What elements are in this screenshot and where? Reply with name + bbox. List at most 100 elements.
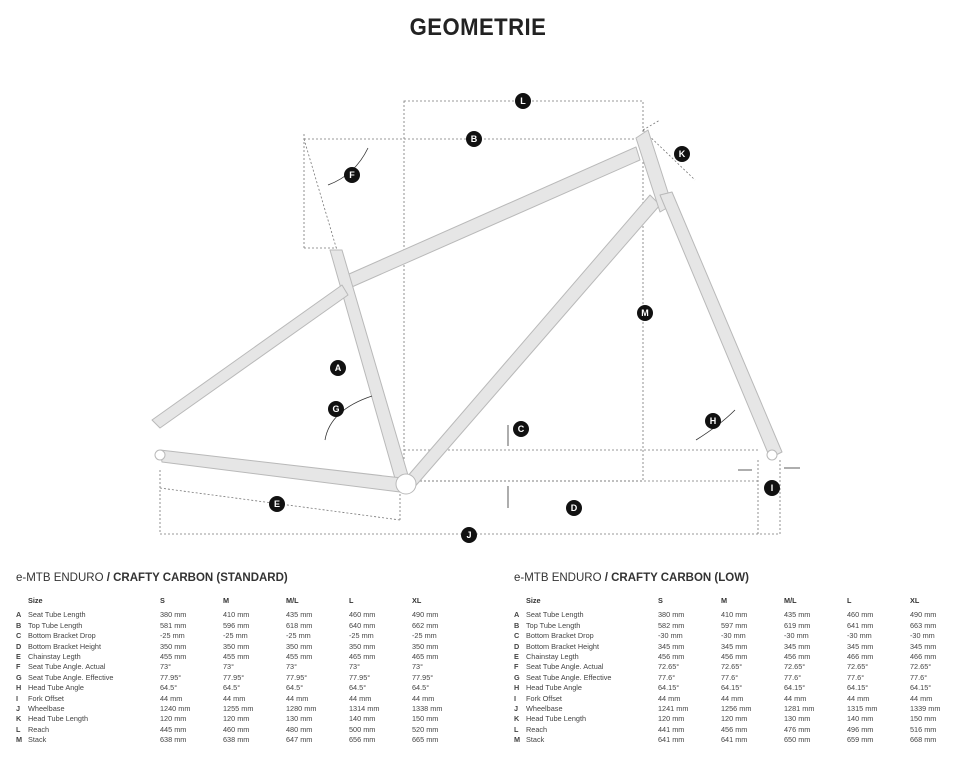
- row-value: 44 mm: [658, 693, 681, 703]
- row-value: 140 mm: [349, 714, 376, 724]
- row-name: Seat Tube Angle. Actual: [526, 662, 604, 672]
- row-value: 456 mm: [721, 724, 748, 734]
- row-value: 350 mm: [412, 641, 439, 651]
- row-value: 44 mm: [784, 693, 807, 703]
- row-value: 1256 mm: [721, 703, 752, 713]
- row-value: 64.15°: [658, 683, 680, 693]
- row-name: Stack: [28, 735, 47, 745]
- row-value: 64.15°: [910, 683, 932, 693]
- svg-text:L: L: [520, 96, 526, 106]
- row-name: Bottom Bracket Drop: [526, 631, 594, 641]
- row-value: 445 mm: [160, 724, 187, 734]
- row-value: 44 mm: [910, 693, 933, 703]
- row-value: 466 mm: [910, 651, 937, 661]
- row-value: 64.5°: [223, 683, 241, 693]
- bike-frame: [151, 129, 783, 495]
- row-value: 44 mm: [160, 693, 183, 703]
- row-value: 1255 mm: [223, 703, 254, 713]
- geometry-table-standard: e-MTB ENDURO / CRAFTY CARBON (STANDARD)S…: [16, 572, 476, 745]
- row-value: 1338 mm: [412, 703, 443, 713]
- row-key: J: [514, 703, 519, 713]
- row-value: 638 mm: [160, 735, 187, 745]
- row-value: 1280 mm: [286, 703, 317, 713]
- svg-text:F: F: [349, 170, 355, 180]
- dimension-label-h: H: [705, 413, 721, 429]
- row-value: 64.5°: [286, 683, 304, 693]
- row-name: Fork Offset: [526, 693, 562, 703]
- row-name: Reach: [28, 724, 50, 734]
- row-value: 647 mm: [286, 735, 313, 745]
- row-value: 456 mm: [658, 651, 685, 661]
- row-value: 516 mm: [910, 724, 937, 734]
- row-value: 456 mm: [784, 651, 811, 661]
- row-value: 73°: [223, 662, 235, 672]
- row-value: 456 mm: [721, 651, 748, 661]
- row-value: 72.65°: [721, 662, 743, 672]
- row-value: 120 mm: [721, 714, 748, 724]
- row-value: 581 mm: [160, 620, 187, 630]
- header-size-label: Size: [526, 596, 541, 605]
- row-value: 130 mm: [286, 714, 313, 724]
- row-key: M: [16, 735, 23, 745]
- row-value: 480 mm: [286, 724, 313, 734]
- row-value: 64.5°: [349, 683, 367, 693]
- row-key: C: [16, 631, 22, 641]
- row-value: 77.6°: [658, 672, 676, 682]
- row-value: -25 mm: [223, 631, 248, 641]
- row-value: 64.15°: [721, 683, 743, 693]
- row-value: 455 mm: [286, 651, 313, 661]
- svg-text:H: H: [710, 416, 717, 426]
- row-value: 500 mm: [349, 724, 376, 734]
- row-value: 668 mm: [910, 735, 937, 745]
- row-value: 72.65°: [847, 662, 869, 672]
- row-value: 72.65°: [784, 662, 806, 672]
- row-name: Fork Offset: [28, 693, 64, 703]
- row-value: 77.95°: [223, 672, 245, 682]
- row-value: 1314 mm: [349, 703, 380, 713]
- svg-text:A: A: [335, 363, 342, 373]
- row-value: -25 mm: [412, 631, 437, 641]
- row-key: J: [16, 703, 21, 713]
- svg-text:B: B: [471, 134, 478, 144]
- row-value: 77.95°: [349, 672, 371, 682]
- dimension-label-f: F: [344, 167, 360, 183]
- row-value: 72.65°: [910, 662, 932, 672]
- row-value: 380 mm: [160, 610, 187, 620]
- row-value: 345 mm: [784, 641, 811, 651]
- header-size-l: L: [349, 596, 354, 605]
- row-key: G: [514, 672, 520, 682]
- row-value: 662 mm: [412, 620, 439, 630]
- row-value: 496 mm: [847, 724, 874, 734]
- row-value: 120 mm: [160, 714, 187, 724]
- row-name: Seat Tube Length: [28, 610, 86, 620]
- row-name: Wheelbase: [28, 703, 65, 713]
- row-value: 490 mm: [412, 610, 439, 620]
- row-value: 64.5°: [160, 683, 178, 693]
- row-value: 466 mm: [847, 651, 874, 661]
- row-name: Head Tube Angle: [28, 683, 84, 693]
- row-value: 1339 mm: [910, 703, 941, 713]
- row-name: Head Tube Angle: [526, 683, 582, 693]
- header-size-m: M: [223, 596, 230, 605]
- row-value: 441 mm: [658, 724, 685, 734]
- row-value: 465 mm: [412, 651, 439, 661]
- row-value: -25 mm: [286, 631, 311, 641]
- row-value: 582 mm: [658, 620, 685, 630]
- row-value: 44 mm: [349, 693, 372, 703]
- row-name: Seat Tube Angle. Effective: [526, 672, 612, 682]
- row-key: E: [514, 651, 519, 661]
- row-name: Chainstay Legth: [28, 651, 81, 661]
- row-value: -30 mm: [721, 631, 746, 641]
- row-value: 619 mm: [784, 620, 811, 630]
